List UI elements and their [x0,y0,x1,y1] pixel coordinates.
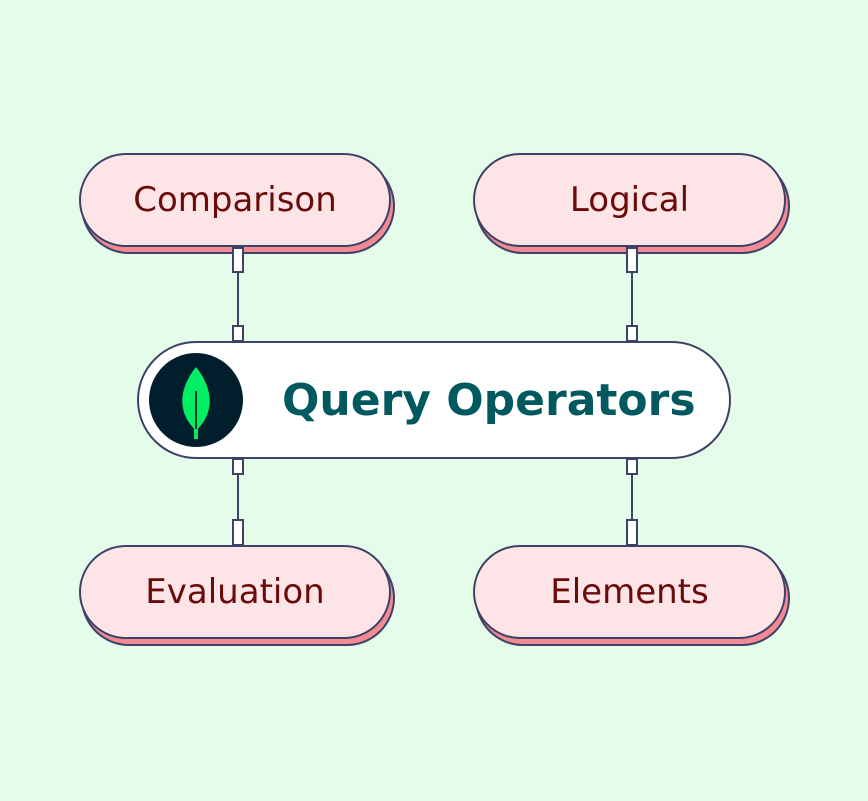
center-node: Query Operators [137,341,731,459]
connector-anchor [232,325,244,342]
mongodb-logo [149,353,243,447]
node-elements: Elements [473,545,786,639]
leaf-icon [182,367,210,439]
node-label: Evaluation [145,572,325,612]
connector-anchor [626,519,638,546]
center-title: Query Operators [282,374,696,426]
connector-anchor [626,247,638,273]
connector-anchor [232,247,244,273]
connector-anchor [626,458,638,475]
node-evaluation: Evaluation [79,545,391,639]
node-logical: Logical [473,153,786,247]
connector-line-bottom-right [631,460,633,545]
connector-line-top-left [237,262,239,342]
node-label: Elements [550,572,709,612]
node-label: Logical [569,180,690,220]
connector-anchor [232,519,244,546]
node-comparison: Comparison [79,153,391,247]
node-label: Comparison [133,180,337,220]
connector-anchor [626,325,638,342]
connector-line-bottom-left [237,460,239,545]
connector-line-top-right [631,262,633,342]
connector-anchor [232,458,244,475]
